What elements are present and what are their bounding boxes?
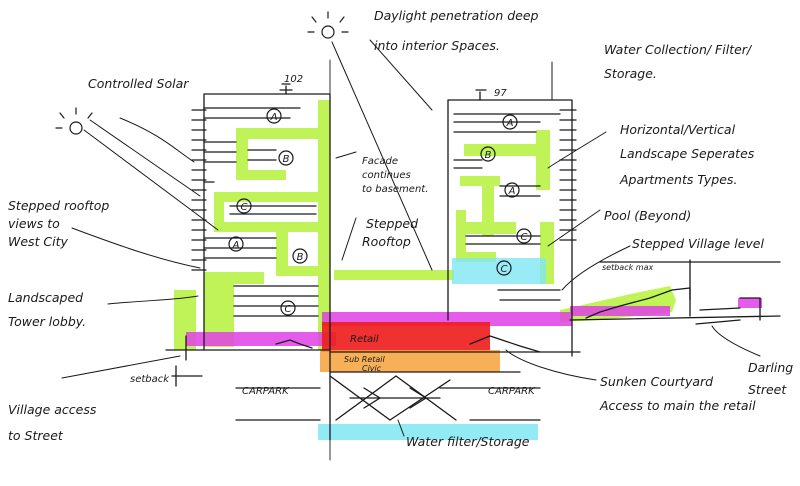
unit-letter: C — [521, 232, 528, 243]
unit-circle-right-3: A — [504, 182, 520, 198]
landscape-label-line1: Horizontal/Vertical — [620, 122, 736, 137]
unit-circle-left-1: A — [266, 108, 282, 124]
setback-max-label: setback max — [602, 263, 653, 272]
carpark-right-label: CARPARK — [488, 386, 536, 397]
sub-retail-orange-band — [320, 350, 500, 372]
stepped-rooftop-label-line1: Stepped — [366, 216, 418, 231]
sunken-courtyard-label-line1: Sunken Courtyard — [600, 374, 713, 389]
unit-letter: B — [283, 154, 290, 165]
unit-letter: C — [501, 264, 508, 275]
facade-label-line3: to basement. — [362, 184, 428, 195]
unit-letter: C — [285, 304, 292, 315]
facade-label-line1: Facade — [362, 156, 398, 167]
landscaped-lobby-label-line2: Tower lobby. — [8, 314, 86, 329]
unit-letter: C — [241, 202, 248, 213]
daylight-label-line2: into interior Spaces. — [374, 38, 500, 53]
pool-cyan — [452, 258, 546, 284]
water-collection-label-line1: Water Collection/ Filter/ — [604, 42, 753, 57]
sunken-courtyard-label-line2: Access to main the retail — [599, 398, 756, 413]
sun-icon-top — [307, 11, 349, 39]
stepped-roof-views-label-line3: West City — [8, 234, 69, 249]
facade-label-line2: continues — [362, 170, 411, 181]
unit-circle-right-2: B — [480, 146, 496, 162]
leader-lines — [61, 39, 761, 437]
retail-red-block — [322, 322, 490, 352]
stepped-roof-views-label-line2: views to — [8, 216, 60, 231]
landscaped-lobby-label-line1: Landscaped — [8, 290, 83, 305]
village-access-label-line1: Village access — [8, 402, 97, 417]
unit-letter: A — [506, 118, 514, 129]
unit-circle-right-5: C — [496, 260, 512, 276]
unit-letter: A — [508, 186, 516, 197]
building-linework — [165, 59, 781, 461]
retail-label: Retail — [350, 334, 379, 345]
unit-circle-left-4: A — [228, 236, 244, 252]
darling-street-label-line2: Street — [748, 382, 787, 397]
unit-letter: A — [270, 112, 278, 123]
unit-circle-right-1: A — [502, 114, 518, 130]
water-filter-storage-label: Water filter/Storage — [406, 434, 530, 449]
landscape-label-line3: Apartments Types. — [619, 172, 737, 187]
setback-label: setback — [130, 374, 170, 385]
height-left-label: 102 — [284, 74, 303, 85]
water-storage-cyan — [318, 424, 538, 440]
controlled-solar-label: Controlled Solar — [88, 76, 189, 91]
unit-circle-left-6: C — [280, 300, 296, 316]
civic-label: Civic — [362, 364, 382, 373]
unit-letter: B — [485, 150, 492, 161]
pool-label: Pool (Beyond) — [604, 208, 691, 223]
unit-circle-right-4: C — [516, 228, 532, 244]
sub-retail-label: Sub Retail — [344, 355, 386, 364]
stepped-village-label: Stepped Village level — [632, 236, 764, 251]
unit-letter: A — [232, 240, 240, 251]
stepped-roof-views-label-line1: Stepped rooftop — [8, 198, 109, 213]
unit-circle-left-2: B — [278, 150, 294, 166]
unit-circle-left-3: C — [236, 198, 252, 214]
sun-icon-left — [55, 107, 93, 135]
stepped-rooftop-label-line2: Rooftop — [362, 234, 411, 249]
village-access-label-line2: to Street — [8, 428, 64, 443]
unit-letter: B — [297, 252, 304, 263]
height-right-label: 97 — [494, 88, 507, 99]
darling-street-label-line1: Darling — [748, 360, 793, 375]
carpark-left-label: CARPARK — [242, 386, 290, 397]
landscape-label-line2: Landscape Seperates — [620, 146, 755, 161]
water-collection-label-line2: Storage. — [604, 66, 657, 81]
unit-circle-left-5: B — [292, 248, 308, 264]
daylight-label-line1: Daylight penetration deep — [374, 8, 539, 23]
